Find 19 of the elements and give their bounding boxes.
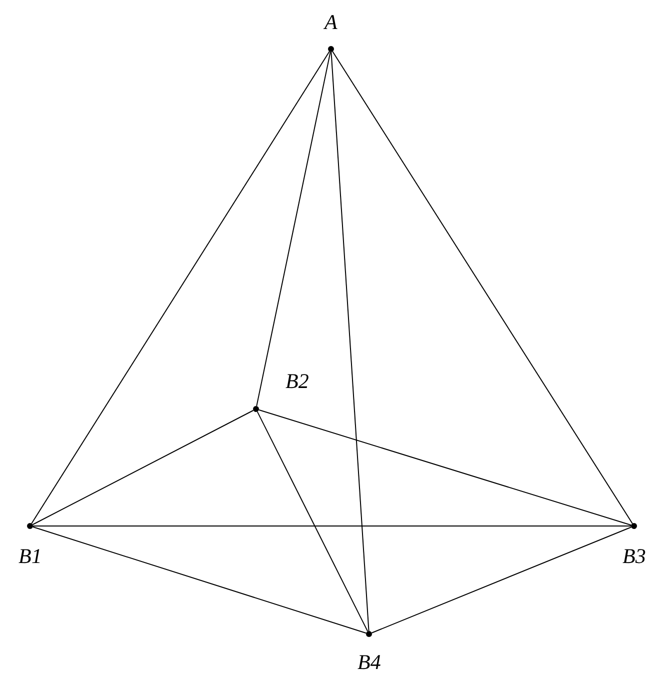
line-segment <box>371 526 632 634</box>
line-segment <box>32 526 367 634</box>
vertex-label: B3 <box>622 546 646 566</box>
line-segment <box>332 51 633 524</box>
line-segment <box>256 411 368 632</box>
vertex-label: B2 <box>286 370 309 392</box>
line-segment <box>31 51 330 524</box>
vertex-label: A <box>324 12 338 32</box>
line-segment <box>256 51 331 407</box>
vertex-label: B1 <box>18 546 42 566</box>
vertex-point <box>631 523 637 529</box>
line-segment <box>330 52 370 632</box>
line-segment <box>32 410 254 526</box>
vertex-point <box>253 406 259 412</box>
vertex-point <box>366 631 372 637</box>
vertex-point <box>328 46 334 52</box>
line-segment <box>258 409 632 526</box>
vertex-point <box>27 523 33 529</box>
vertex-label: B4 <box>358 652 381 672</box>
